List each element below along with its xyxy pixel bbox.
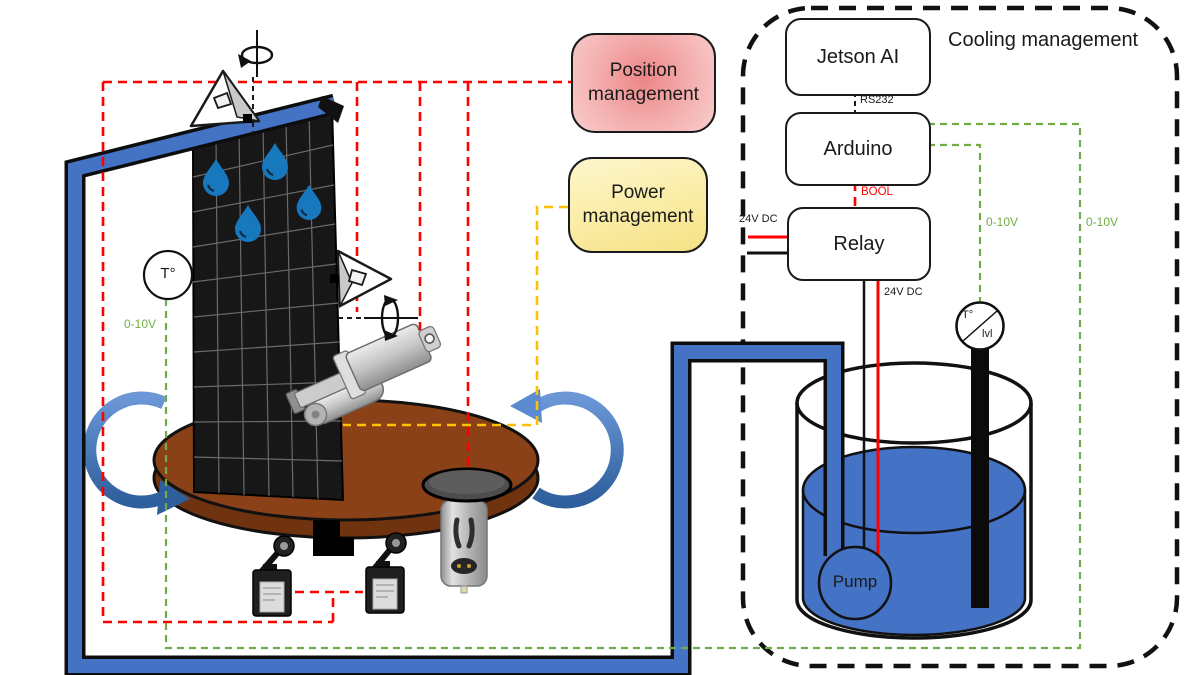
rotation-arrow-right — [510, 389, 624, 509]
analog-signal-lines — [164, 122, 1082, 650]
jetson-ai-label: Jetson AI — [816, 45, 900, 68]
outer-signal-label: 0-10V — [1086, 215, 1119, 229]
rs232-label: RS232 — [860, 94, 894, 106]
power-signal-line — [343, 205, 568, 427]
panel-grid-horizontal — [192, 144, 343, 462]
pump-voltage-label: 24V DC — [884, 286, 923, 298]
tank-sensor-temp-label: T° — [962, 309, 974, 321]
position-signal-lines — [101, 80, 571, 624]
tank-temp-signal-label: 0-10V — [986, 215, 1019, 229]
sprinkler-end-cap — [318, 96, 344, 123]
relay-supply-voltage-label: 24V DC — [739, 213, 778, 225]
cooling-management-boundary — [740, 5, 1180, 669]
yaw-rotation-icon — [238, 30, 274, 77]
power-management-box: Power management — [568, 157, 708, 253]
tank-sensor-level-label: lvl — [982, 328, 993, 340]
panel-temp-sensor-icon — [142, 249, 194, 301]
water-pipe — [64, 93, 845, 675]
pyramid-marker-top — [189, 69, 261, 128]
limit-switch-right — [365, 532, 407, 614]
jetson-ai-box: Jetson AI — [785, 18, 931, 96]
table-pedestal — [313, 520, 354, 556]
water-drops — [203, 143, 322, 242]
tank-temp-level-sensor-icon — [955, 301, 1005, 351]
arduino-box: Arduino — [785, 112, 931, 186]
position-management-label: Position management — [588, 60, 699, 105]
bool-label: BOOL — [861, 186, 893, 198]
panel-temp-signal-label: 0-10V — [124, 317, 157, 331]
tilt-rotation-icon — [364, 295, 418, 341]
table-drive-motor — [421, 467, 513, 594]
pyramid-marker-side — [330, 249, 393, 309]
panel-temp-sensor-label: T° — [160, 265, 176, 282]
power-management-label: Power management — [582, 182, 694, 227]
arduino-label: Arduino — [823, 137, 893, 160]
position-management-box: Position management — [571, 33, 716, 133]
relay-label: Relay — [833, 232, 885, 255]
cooling-management-title: Cooling management — [948, 29, 1139, 51]
relay-box: Relay — [787, 207, 931, 281]
pump-label: Pump — [832, 572, 878, 591]
pump — [817, 545, 893, 621]
limit-switch-left — [252, 535, 295, 617]
tank-sensor-rod — [971, 340, 989, 608]
linear-actuator — [285, 323, 442, 427]
